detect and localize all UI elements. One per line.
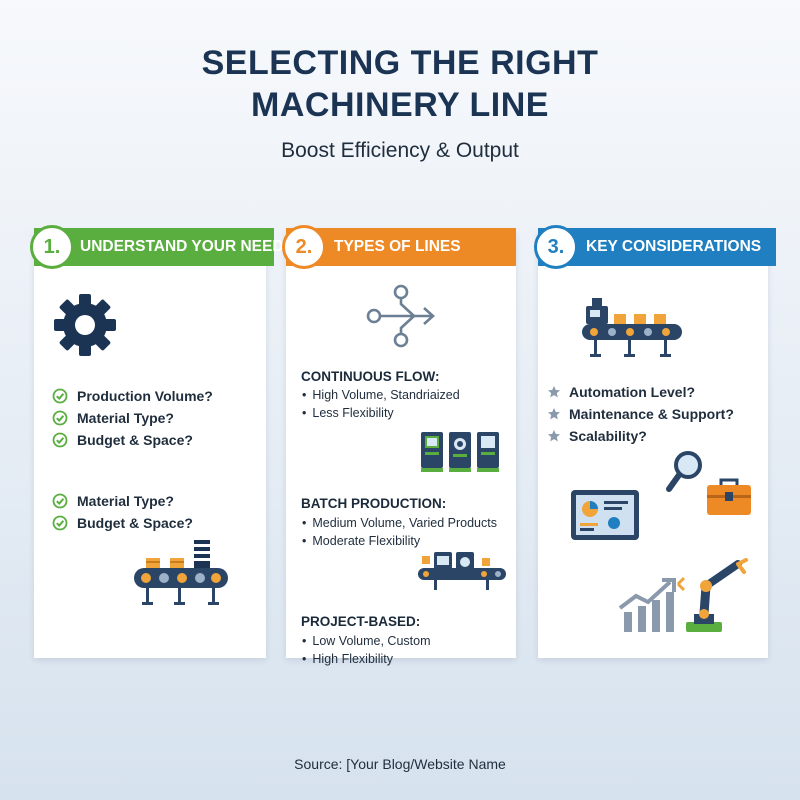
title-line-2: MACHINERY LINE xyxy=(251,86,549,124)
list-item-label: Production Volume? xyxy=(77,388,213,404)
check-icon xyxy=(52,515,68,531)
section-banner-1: 1. UNDERSTAND YOUR NEEDS xyxy=(30,225,294,269)
line-type-title-2: BATCH PRODUCTION: xyxy=(301,496,447,511)
section-banner-2: 2. TYPES OF LINES xyxy=(282,225,516,269)
list-item-label: Material Type? xyxy=(77,410,174,426)
toolbox-icon xyxy=(707,478,751,515)
list-item: Budget & Space? xyxy=(52,429,213,451)
list-item: Production Volume? xyxy=(52,385,213,407)
check-icon xyxy=(52,493,68,509)
list-item: Material Type? xyxy=(52,490,193,512)
list-item: Low Volume, Custom xyxy=(302,632,430,650)
section-banner-3: 3. KEY CONSIDERATIONS xyxy=(534,225,776,269)
source-credit: Source: [Your Blog/Website Name xyxy=(294,756,506,772)
gear-icon xyxy=(54,294,116,356)
page-title: SELECTING THE RIGHT MACHINERY LINE xyxy=(0,42,800,126)
list-item-label: Budget & Space? xyxy=(77,515,193,531)
section-title-1: UNDERSTAND YOUR NEEDS xyxy=(80,238,294,255)
check-icon xyxy=(52,432,68,448)
line-type-bullets-2: Medium Volume, Varied Products Moderate … xyxy=(302,514,497,550)
list-item-label: Maintenance & Support? xyxy=(569,406,734,422)
star-icon xyxy=(548,430,560,442)
section-title-2: TYPES OF LINES xyxy=(334,238,461,255)
list-item: Medium Volume, Varied Products xyxy=(302,514,497,532)
title-line-1: SELECTING THE RIGHT xyxy=(201,44,599,82)
star-icon xyxy=(548,408,560,420)
flow-split-icon xyxy=(366,284,435,348)
list-item: Automation Level? xyxy=(547,381,734,403)
check-icon xyxy=(52,388,68,404)
list-item: Moderate Flexibility xyxy=(302,532,497,550)
factory-conveyor-icon xyxy=(134,540,228,605)
line-type-bullets-3: Low Volume, Custom High Flexibility xyxy=(302,632,431,668)
magnifier-icon xyxy=(666,451,702,492)
line-type-title-1: CONTINUOUS FLOW: xyxy=(301,369,440,384)
tablet-dashboard-icon xyxy=(571,490,639,540)
list-item: Less Flexibility xyxy=(302,404,460,422)
section-number-3: 3. xyxy=(534,225,578,269)
section-title-3: KEY CONSIDERATIONS xyxy=(586,238,762,255)
considerations-list: Automation Level? Maintenance & Support?… xyxy=(547,381,734,447)
list-item: High Flexibility xyxy=(302,650,431,668)
list-item: Scalability? xyxy=(547,425,734,447)
section-number-1: 1. xyxy=(30,225,74,269)
list-item: Material Type? xyxy=(52,407,213,429)
section-number-2: 2. xyxy=(282,225,326,269)
batch-machine-conveyor-icon xyxy=(418,552,506,590)
conveyor-icon xyxy=(582,298,682,357)
card-key-considerations xyxy=(538,230,768,658)
list-item: Maintenance & Support? xyxy=(547,403,734,425)
list-item-label: Automation Level? xyxy=(569,384,696,400)
needs-list-a: Production Volume? Material Type? Budget… xyxy=(52,385,213,451)
list-item-label: Scalability? xyxy=(569,428,647,444)
line-type-title-3: PROJECT-BASED: xyxy=(301,614,421,629)
check-icon xyxy=(52,410,68,426)
machines-icon xyxy=(421,432,499,472)
line-type-bullets-1: High Volume, Standriaized Less Flexibili… xyxy=(302,386,460,422)
growth-chart-icon xyxy=(618,578,676,632)
star-icon xyxy=(548,386,560,398)
list-item: High Volume, Standriaized xyxy=(302,386,459,404)
list-item-label: Material Type? xyxy=(77,493,174,509)
robot-arm-icon xyxy=(676,558,748,632)
needs-list-b: Material Type? Budget & Space? xyxy=(52,490,193,534)
list-item: Budget & Space? xyxy=(52,512,193,534)
page-subtitle: Boost Efficiency & Output xyxy=(281,139,519,162)
list-item-label: Budget & Space? xyxy=(77,432,193,448)
